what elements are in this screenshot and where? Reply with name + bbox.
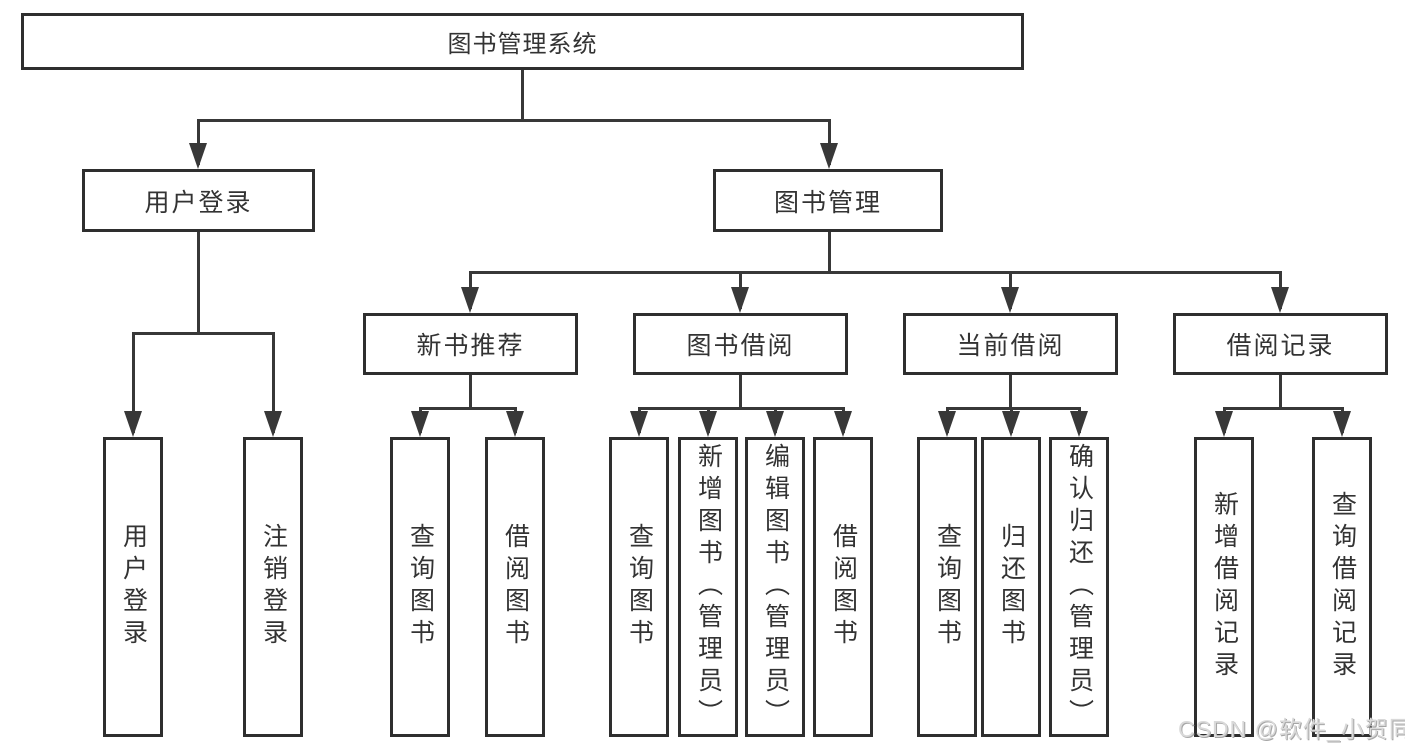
connector-line bbox=[738, 375, 742, 410]
leaf-add-borrow-record: 新增借阅记录 bbox=[1194, 437, 1254, 737]
leaf-label: 用户登录 bbox=[119, 523, 148, 651]
leaf-label: 查询图书 bbox=[406, 523, 435, 651]
leaf-label: 归还图书 bbox=[997, 523, 1026, 651]
leaf-label: 新增借阅记录 bbox=[1210, 491, 1239, 683]
node-label: 图书管理 bbox=[773, 188, 882, 217]
leaf-user-login: 用户登录 bbox=[103, 437, 163, 737]
down-arrowhead-icon bbox=[461, 287, 479, 313]
leaf-borrow-books: 借阅图书 bbox=[485, 437, 545, 737]
connector-line bbox=[827, 232, 831, 274]
down-arrowhead-icon bbox=[766, 411, 784, 437]
leaf-confirm-return-admin: 确认归还（管理员） bbox=[1049, 437, 1109, 737]
leaf-borrow-books: 借阅图书 bbox=[813, 437, 873, 737]
connector-line bbox=[196, 232, 200, 334]
connector-line bbox=[1222, 406, 1344, 410]
leaf-label: 查询图书 bbox=[933, 523, 962, 651]
connector-line bbox=[131, 333, 135, 433]
node-library-system: 图书管理系统 bbox=[21, 13, 1024, 70]
down-arrowhead-icon bbox=[1333, 411, 1351, 437]
down-arrowhead-icon bbox=[699, 411, 717, 437]
down-arrowhead-icon bbox=[411, 411, 429, 437]
leaf-query-borrow-record: 查询借阅记录 bbox=[1312, 437, 1372, 737]
node-label: 图书管理系统 bbox=[447, 31, 598, 58]
connector-line bbox=[131, 331, 275, 335]
connector-line bbox=[271, 333, 275, 433]
node-label: 新书推荐 bbox=[416, 332, 525, 360]
leaf-label: 查询图书 bbox=[625, 523, 654, 651]
leaf-label: 注销登录 bbox=[259, 523, 288, 651]
leaf-add-books-admin: 新增图书（管理员） bbox=[678, 437, 738, 737]
connector-line bbox=[196, 118, 831, 122]
down-arrowhead-icon bbox=[938, 411, 956, 437]
connector-line bbox=[637, 406, 845, 410]
node-current-borrowing: 当前借阅 bbox=[903, 313, 1118, 375]
down-arrowhead-icon bbox=[1271, 287, 1289, 313]
connector-line bbox=[418, 406, 517, 410]
node-book-management: 图书管理 bbox=[713, 169, 943, 232]
down-arrowhead-icon bbox=[264, 411, 282, 437]
down-arrowhead-icon bbox=[189, 143, 207, 169]
leaf-label: 确认归还（管理员） bbox=[1065, 443, 1094, 731]
leaf-label: 查询借阅记录 bbox=[1328, 491, 1357, 683]
down-arrowhead-icon bbox=[820, 143, 838, 169]
node-new-book-recommend: 新书推荐 bbox=[363, 313, 578, 375]
down-arrowhead-icon bbox=[731, 287, 749, 313]
node-label: 借阅记录 bbox=[1226, 332, 1335, 360]
down-arrowhead-icon bbox=[124, 411, 142, 437]
connector-line bbox=[1278, 375, 1282, 410]
leaf-query-books: 查询图书 bbox=[390, 437, 450, 737]
down-arrowhead-icon bbox=[1002, 411, 1020, 437]
down-arrowhead-icon bbox=[1001, 287, 1019, 313]
connector-line bbox=[1008, 375, 1012, 410]
connector-line bbox=[945, 406, 1081, 410]
connector-line bbox=[827, 120, 831, 165]
csdn-watermark: CSDN @软件_小贺同学 bbox=[1178, 716, 1405, 742]
leaf-label: 新增图书（管理员） bbox=[694, 443, 723, 731]
leaf-query-books: 查询图书 bbox=[917, 437, 977, 737]
connector-line bbox=[520, 70, 524, 121]
connector-line bbox=[468, 375, 472, 410]
node-label: 图书借阅 bbox=[686, 332, 795, 360]
down-arrowhead-icon bbox=[630, 411, 648, 437]
node-user-login: 用户登录 bbox=[82, 169, 315, 232]
leaf-label: 编辑图书（管理员） bbox=[761, 443, 790, 731]
leaf-return-books: 归还图书 bbox=[981, 437, 1041, 737]
leaf-query-books: 查询图书 bbox=[609, 437, 669, 737]
down-arrowhead-icon bbox=[1070, 411, 1088, 437]
node-borrowing-records: 借阅记录 bbox=[1173, 313, 1388, 375]
node-book-borrowing: 图书借阅 bbox=[633, 313, 848, 375]
connector-line bbox=[468, 271, 1282, 274]
leaf-label: 借阅图书 bbox=[829, 523, 858, 651]
down-arrowhead-icon bbox=[506, 411, 524, 437]
down-arrowhead-icon bbox=[1215, 411, 1233, 437]
node-label: 当前借阅 bbox=[956, 332, 1065, 360]
node-label: 用户登录 bbox=[144, 188, 253, 217]
leaf-label: 借阅图书 bbox=[501, 523, 530, 651]
connector-line bbox=[196, 120, 200, 165]
leaf-logout: 注销登录 bbox=[243, 437, 303, 737]
down-arrowhead-icon bbox=[834, 411, 852, 437]
leaf-edit-books-admin: 编辑图书（管理员） bbox=[745, 437, 805, 737]
